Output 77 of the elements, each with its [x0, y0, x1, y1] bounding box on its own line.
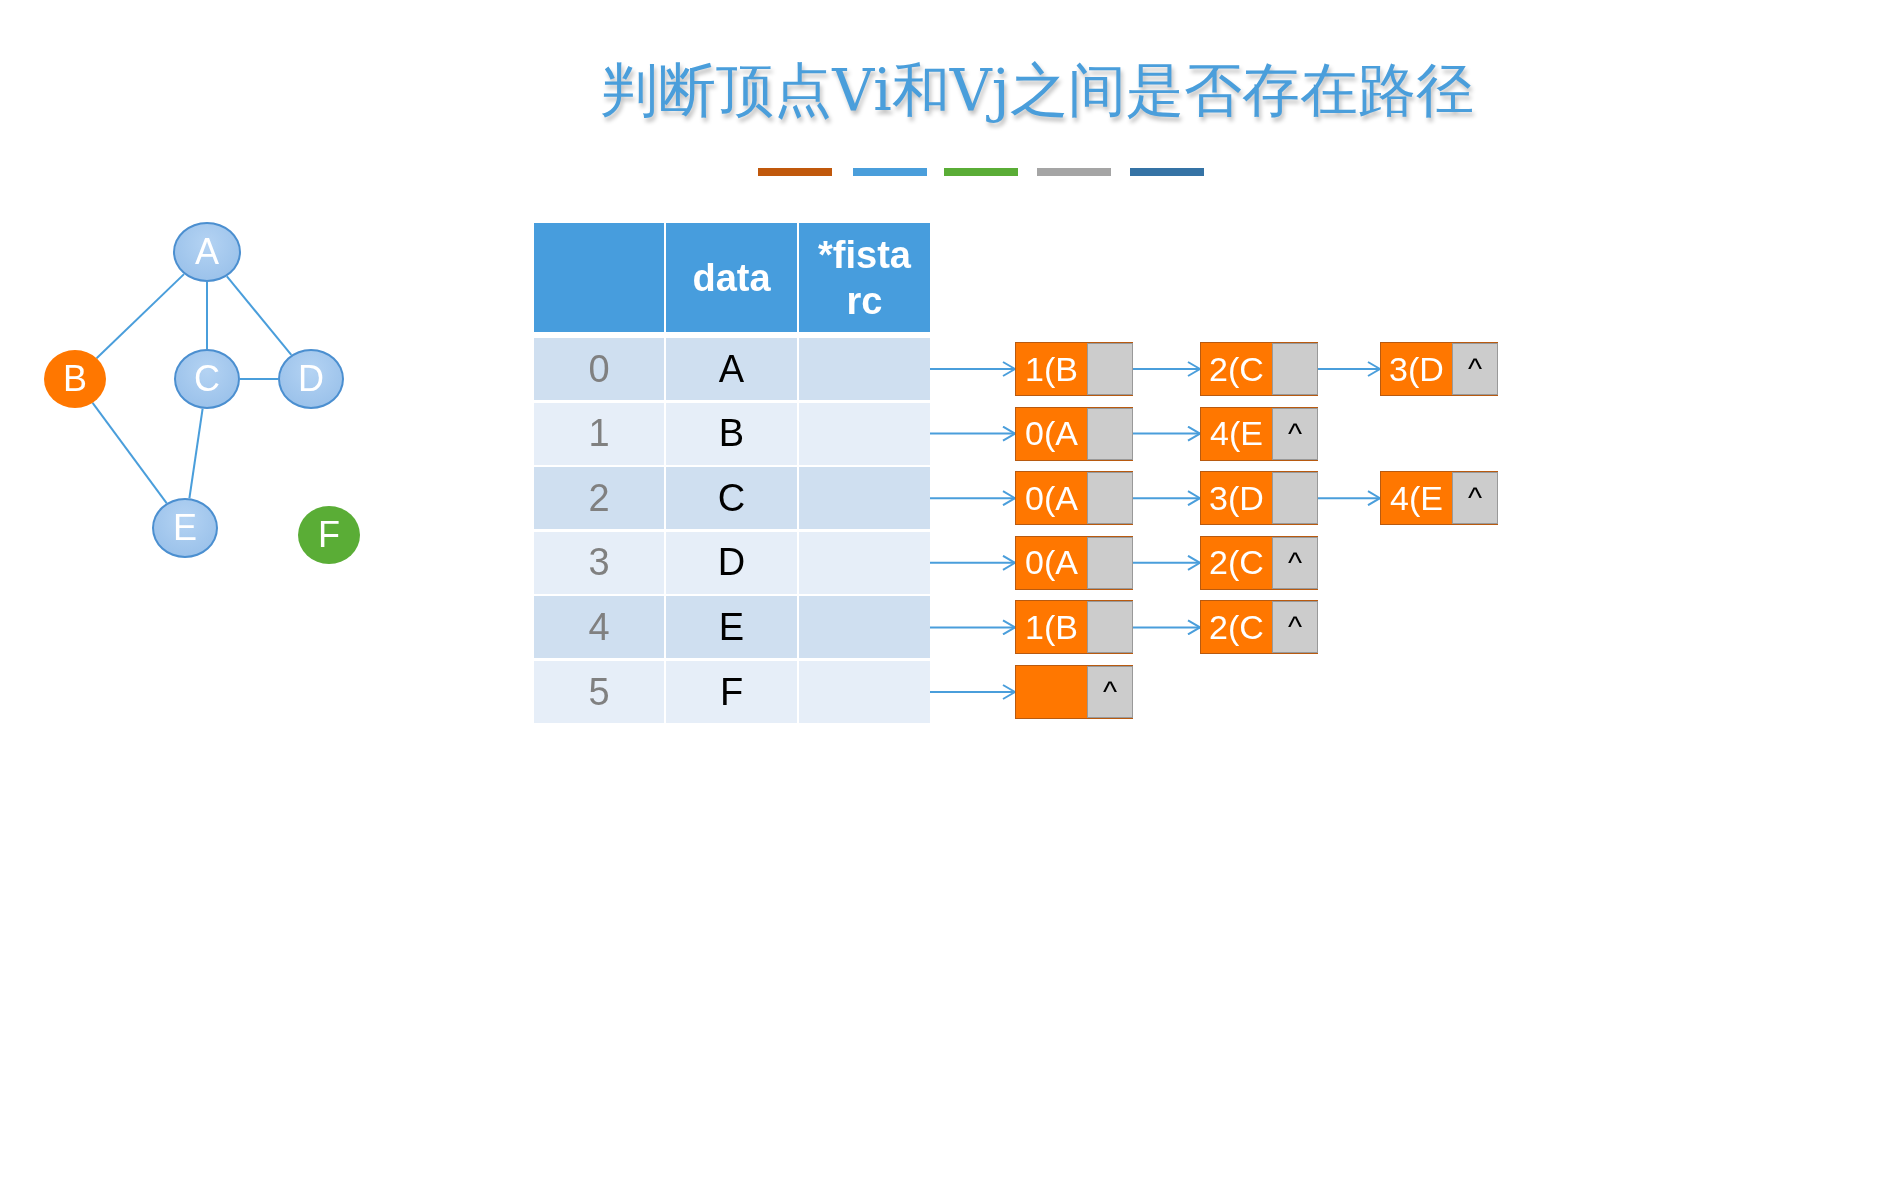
- table-cell: F: [666, 661, 797, 723]
- arrow: [929, 619, 1016, 636]
- edge-line: [239, 378, 279, 380]
- table-cell: [799, 596, 930, 659]
- arrow: [929, 684, 1016, 700]
- vertex-circle: B: [44, 350, 106, 408]
- edge-line: [225, 275, 293, 356]
- list-node-box: [1380, 342, 1498, 396]
- pointer-field: ^: [1087, 666, 1133, 718]
- arrow: [1132, 554, 1201, 571]
- list-node-box: [1015, 471, 1133, 526]
- node-label: 0(A: [1024, 542, 1079, 584]
- edge-line: [95, 273, 185, 360]
- list-node-box: [1015, 600, 1133, 655]
- vertex-circle: E: [152, 498, 218, 558]
- vertex-circle: C: [174, 349, 240, 409]
- table-cell: 4: [534, 596, 664, 659]
- table-cell: A: [666, 338, 797, 400]
- list-node-box: [1380, 471, 1498, 526]
- list-node-box: [1200, 342, 1318, 396]
- edge-line: [206, 281, 208, 350]
- arrow: [929, 425, 1016, 442]
- arrow: [929, 490, 1016, 507]
- table-cell: 5: [534, 661, 664, 723]
- table-cell: [799, 661, 930, 723]
- list-node-box: [1200, 535, 1318, 590]
- node-label: 1(B: [1024, 348, 1079, 390]
- node-label: 2(C: [1208, 542, 1265, 584]
- node-label: 3(D: [1388, 348, 1445, 390]
- list-node-box: [1015, 535, 1133, 590]
- table-cell: [799, 467, 930, 530]
- list-node-box: [1015, 665, 1133, 719]
- node-label: 3(D: [1208, 477, 1265, 519]
- list-node-box: [1200, 600, 1318, 655]
- vertex-circle: A: [173, 222, 241, 282]
- title: 判断顶点Vi和Vj之间是否存在路径: [600, 56, 1474, 124]
- arrow: [1132, 619, 1201, 636]
- table-cell: 2: [534, 467, 664, 530]
- header-cell: *fista rc: [799, 223, 930, 332]
- vertex-circle: D: [278, 349, 344, 409]
- arrow: [1132, 361, 1201, 377]
- table-cell: E: [666, 596, 797, 659]
- list-node-box: [1200, 471, 1318, 526]
- arrow: [1317, 361, 1381, 377]
- pointer-field: ^: [1272, 601, 1318, 654]
- node-label: 0(A: [1024, 477, 1079, 519]
- table-cell: 3: [534, 531, 664, 594]
- list-node-box: [1015, 406, 1133, 461]
- header-cell: data: [666, 223, 797, 332]
- table-cell: [799, 531, 930, 594]
- edge-line: [91, 401, 168, 505]
- arrow: [929, 361, 1016, 377]
- pointer-field: ^: [1452, 472, 1498, 525]
- pointer-field: ^: [1272, 536, 1318, 589]
- pointer-field: ^: [1272, 407, 1318, 460]
- arrow: [929, 554, 1016, 571]
- pointer-field: ^: [1452, 343, 1498, 395]
- node-label: 4(E: [1389, 477, 1444, 519]
- arrow: [1132, 490, 1201, 507]
- node-label: 2(C: [1208, 606, 1265, 648]
- vertex-circle: F: [298, 506, 360, 564]
- list-node-box: [1015, 342, 1133, 396]
- edge-line: [188, 407, 204, 500]
- table-cell: C: [666, 467, 797, 530]
- node-label: 4(E: [1209, 413, 1264, 455]
- table-cell: [799, 402, 930, 465]
- table-cell: 0: [534, 338, 664, 400]
- table-cell: B: [666, 402, 797, 465]
- node-label: 0(A: [1024, 413, 1079, 455]
- table-cell: [799, 338, 930, 400]
- arrow: [1132, 425, 1201, 442]
- node-label: 2(C: [1208, 348, 1265, 390]
- list-node-box: [1200, 406, 1318, 461]
- table-cell: 1: [534, 402, 664, 465]
- node-label: 1(B: [1024, 606, 1079, 648]
- table-cell: D: [666, 531, 797, 594]
- arrow: [1317, 490, 1381, 507]
